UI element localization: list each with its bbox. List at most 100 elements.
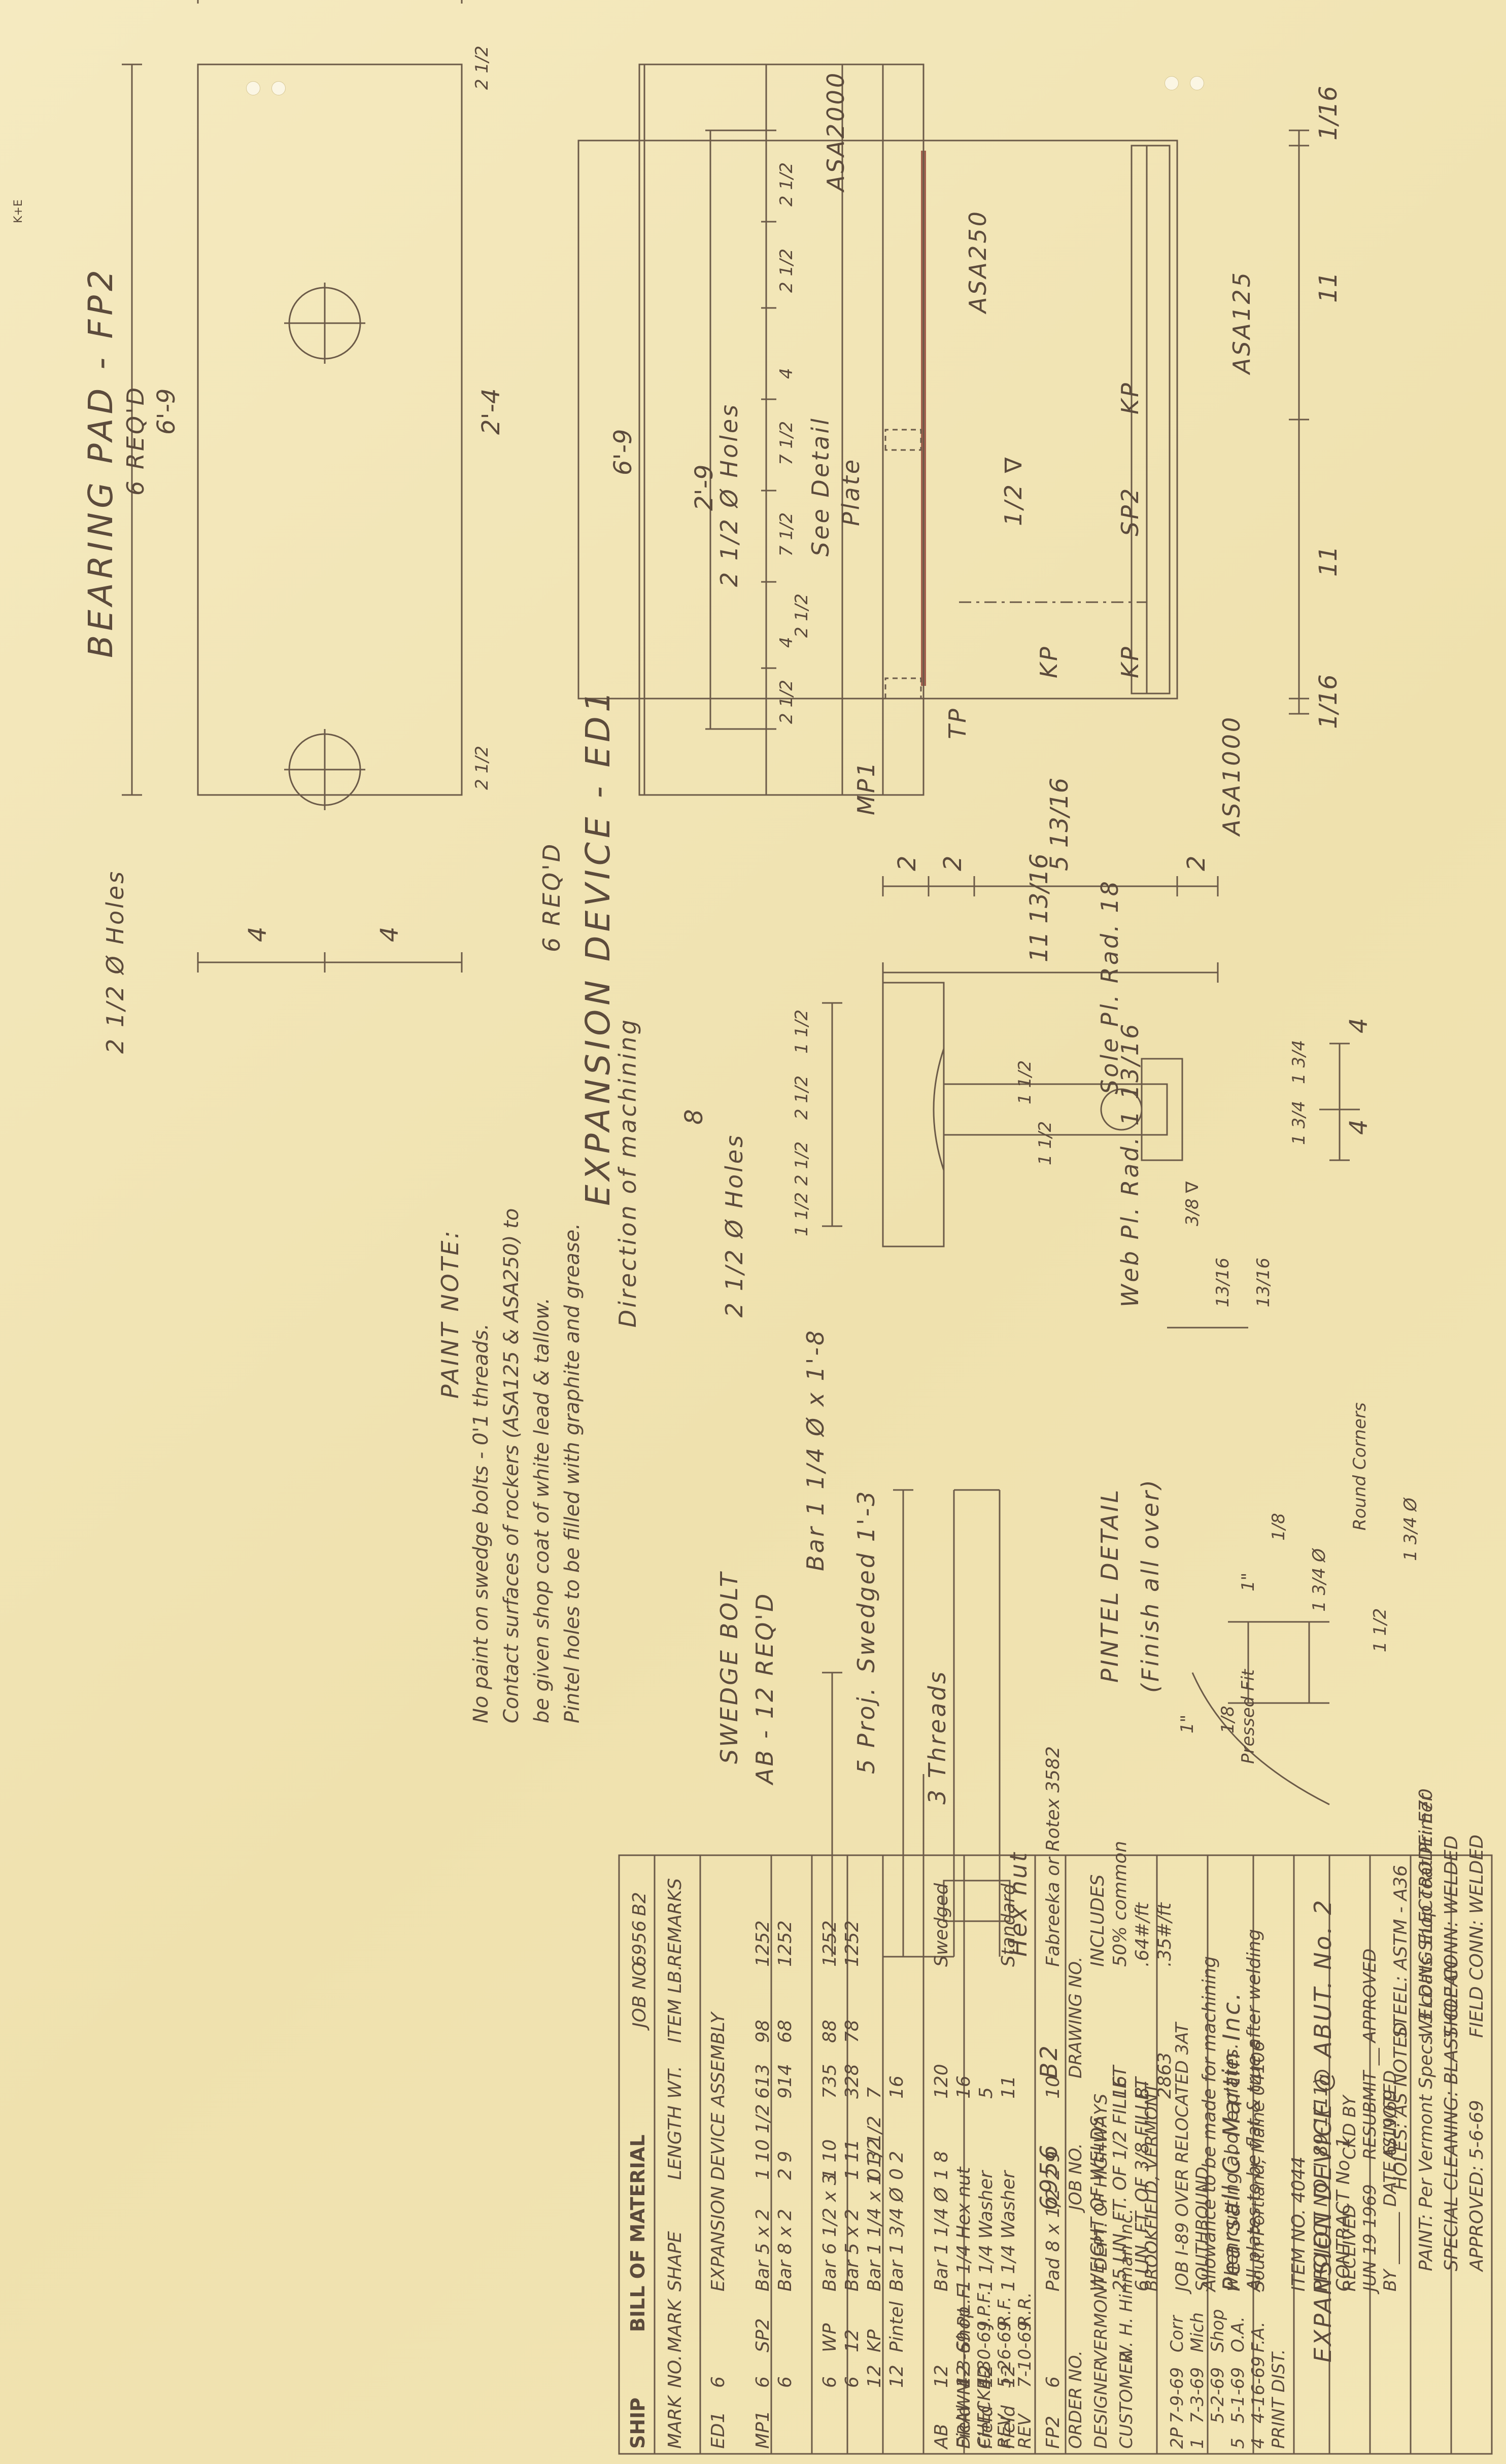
bolt-proj: 5 Proj.: [852, 1685, 880, 1774]
bom-cell: Bar 5 x 2: [842, 2208, 863, 2292]
dim-2c: 2: [1182, 855, 1211, 871]
side-kp: [1141, 1058, 1183, 1161]
dim-p2-5b: 2 1/2: [472, 745, 492, 790]
dist-cell: 7-9-69: [1167, 2367, 1187, 2423]
rev-cell: 4-30-69: [974, 2320, 995, 2388]
dist-cell: 2P: [1167, 2427, 1187, 2449]
side-web: [943, 1083, 1168, 1136]
designer-name: VERMONT DEPT. OF HIGHWAYS: [1091, 2093, 1111, 2363]
dim-2-5c: 2 1/2: [776, 248, 797, 293]
bom-cell: 6: [708, 2376, 729, 2388]
dim-s1-5a: 1 1/2: [792, 1192, 812, 1236]
bom-cell: 1 10 1/2: [752, 2104, 773, 2180]
resubmit-line: RESUBMIT __ APPROVED: [1360, 1948, 1380, 2160]
dim-7-5b: 7 1/2: [776, 421, 797, 465]
hex-nut-icon: [943, 1880, 1011, 1922]
bom-cell: 0 3 1/2: [864, 2115, 885, 2180]
rev-cell: 7-10-69: [1015, 2320, 1035, 2388]
print-dist-label: PRINT DIST.: [1269, 2349, 1289, 2449]
dim-2-5d: 2 1/2: [776, 162, 797, 206]
pintel-sub: (Finish all over): [1137, 1478, 1164, 1693]
dist-cell: 5-2-69: [1208, 2367, 1228, 2423]
drawing-no: B2: [1035, 2043, 1063, 2078]
bom-cell: 6: [752, 2376, 773, 2388]
rev-cell: P.L.F.: [954, 2285, 974, 2327]
label-holes-pad: 2 1/2 Ø Holes: [101, 869, 129, 1054]
bom-cell: 98: [752, 2020, 773, 2043]
bom-cell: 12: [864, 2365, 885, 2388]
jobno-label: JOB NO.: [1066, 2143, 1086, 2210]
bom-cell: 88: [819, 2020, 840, 2043]
bom-cell: AB: [931, 2423, 952, 2449]
bom-ship: SHIP: [627, 2397, 649, 2449]
bom-cell: Standard: [998, 1883, 1019, 1967]
bom-cell: 613: [752, 2064, 773, 2099]
pintel-round-corners: Round Corners: [1350, 1402, 1370, 1531]
bolt-req: AB - 12 REQ'D: [751, 1591, 778, 1784]
bom-cell: 2 9: [775, 2150, 796, 2180]
bom-cell: 10: [1043, 2075, 1064, 2099]
dim-s13: 13/16: [1213, 1258, 1233, 1307]
drawing-label: DRAWING NO.: [1066, 1956, 1086, 2078]
pintel-d14: 1 1/2: [1370, 1608, 1390, 1652]
dim-2a: 2: [893, 855, 921, 871]
bom-header: MARK: [665, 2299, 686, 2352]
label-asa250: ASA250: [964, 210, 991, 313]
drawing-title-req: 6 REQ'D: [538, 842, 565, 952]
dist-cell: O.A.: [1228, 2316, 1248, 2352]
label-holes-side: 2 1/2 Ø Holes: [721, 1133, 748, 1317]
dim-s1-5b: 1 1/2: [792, 1009, 812, 1054]
dist-cell: Mich: [1187, 2312, 1208, 2352]
paint-note-line: Contact surfaces of rockers (ASA125 & AS…: [500, 1208, 523, 1723]
dim-s4b: 4: [1345, 1018, 1373, 1033]
dim-s4a: 4: [1345, 1119, 1373, 1135]
bom-cell: 1 1/4 Washer: [976, 2171, 997, 2292]
rev-cell: 4-3-69: [954, 2331, 974, 2388]
pintel-d1b: 1": [1177, 1714, 1197, 1733]
bom-cell: WP: [819, 2323, 840, 2352]
dim-sp1: 1 1/2: [1015, 1060, 1035, 1104]
dim-6-9: 6'-9: [609, 429, 637, 475]
punch-hole: [1190, 76, 1204, 90]
bom-header: NO.: [665, 2354, 686, 2388]
bom-cell: Bar 1 1/4 Ø: [931, 2187, 952, 2292]
dim-s8: 8: [680, 1109, 708, 1125]
bom-cell: .64#/ft: [1132, 1902, 1153, 1967]
bom-cell: 735: [819, 2064, 840, 2099]
dist-cell: 5: [1228, 2438, 1248, 2449]
bom-cell: 6: [1043, 2376, 1064, 2388]
bearing-pad: [197, 63, 463, 796]
dim-11-13: 11 13/16: [1025, 853, 1053, 962]
label-web-rad: Web Pl. Rad. 1 13/16: [1116, 1022, 1144, 1307]
bom-cell: 1252: [819, 1920, 840, 1967]
bom-cell: 12: [931, 2365, 952, 2388]
paint-note-line: No paint on swedge bolts - 0'1 threads.: [469, 1323, 493, 1723]
designer-label: DESIGNER: [1091, 2359, 1111, 2449]
bom-cell: Swedged: [931, 1883, 952, 1967]
bom-header: LENGTH: [665, 2105, 686, 2180]
dim-2-9: 2'-9: [690, 464, 718, 511]
dim-sp2: 1 1/2: [1035, 1121, 1055, 1165]
dim-p2-5a: 2 1/2: [472, 45, 492, 90]
dim-7-5a: 7 1/2: [776, 512, 797, 557]
drawing-title: EXPANSION DEVICE - ED1: [578, 687, 618, 1206]
bom-header: REMARKS: [665, 1878, 686, 1967]
dim-s1-75b: 1 3/4: [1289, 1039, 1309, 1084]
customer-name: W. H. Hinman Inc.: [1116, 2208, 1137, 2363]
bom-cell: 7: [864, 2087, 885, 2099]
town-line: BROOKFIELD, VERMONT: [1142, 2083, 1162, 2292]
dim-p6-9: 6'-9: [152, 388, 181, 435]
dim-11a: 11: [1314, 545, 1343, 577]
pad-req: 6 REQ'D: [122, 385, 149, 496]
dist-cell: 7-3-69: [1187, 2367, 1208, 2423]
label-sp2: SP2: [1116, 486, 1144, 536]
punch-hole: [1165, 76, 1179, 90]
bom-header: SHAPE: [665, 2231, 686, 2292]
bom-cell: 6: [775, 2376, 796, 2388]
paint-note-title: PAINT NOTE:: [436, 1229, 464, 1399]
label-tp: TP: [944, 707, 971, 739]
dim-2b: 2: [939, 855, 967, 871]
bolt-bar: Bar 1 1/4 Ø x 1'-8: [802, 1328, 829, 1571]
